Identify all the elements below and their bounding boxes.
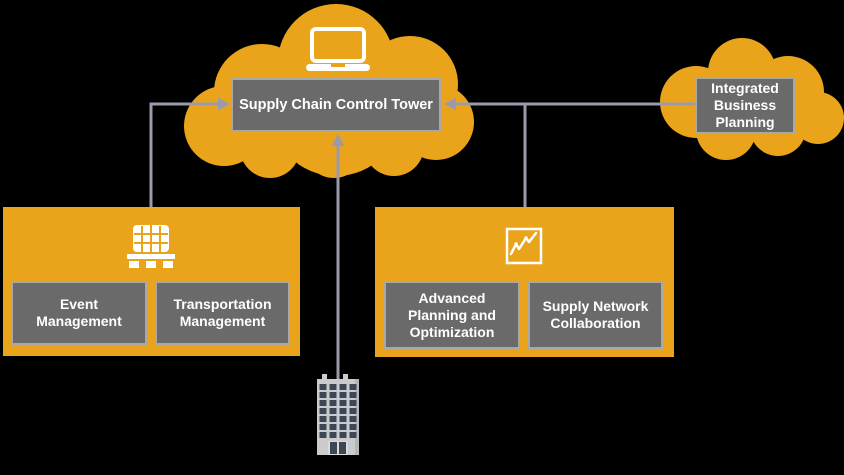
node-supply-network-collaboration: Supply Network Collaboration	[528, 281, 663, 349]
event-management-label: Event Management	[36, 296, 122, 329]
node-event-management: Event Management	[11, 281, 147, 345]
group-execution-block: Event Management Transportation Manageme…	[3, 207, 300, 356]
laptop-icon	[306, 27, 370, 71]
pallet-icon	[127, 225, 175, 268]
node-integrated-business-planning: Integrated Business Planning	[695, 77, 795, 134]
arrowhead-into-control-tower-right	[444, 97, 456, 111]
building-icon	[317, 374, 359, 455]
node-control-tower: Supply Chain Control Tower	[231, 78, 441, 132]
arrowhead-into-control-tower-bottom	[331, 134, 345, 146]
supply-network-collaboration-label: Supply Network Collaboration	[542, 298, 649, 331]
line-chart-icon	[505, 227, 543, 265]
ibp-label: Integrated Business Planning	[711, 80, 779, 130]
advanced-planning-optimization-label: Advanced Planning and Optimization	[408, 289, 496, 340]
connectors	[149, 102, 695, 382]
connector-left-group-to-control-tower	[149, 102, 220, 207]
control-tower-label: Supply Chain Control Tower	[239, 96, 433, 113]
arrowheads	[218, 97, 456, 146]
group-planning-block: Advanced Planning and Optimization Suppl…	[375, 207, 674, 357]
transportation-management-label: Transportation Management	[173, 296, 272, 329]
arrowhead-into-control-tower-left	[218, 97, 230, 111]
node-transportation-management: Transportation Management	[155, 281, 290, 345]
node-advanced-planning-optimization: Advanced Planning and Optimization	[384, 281, 520, 349]
